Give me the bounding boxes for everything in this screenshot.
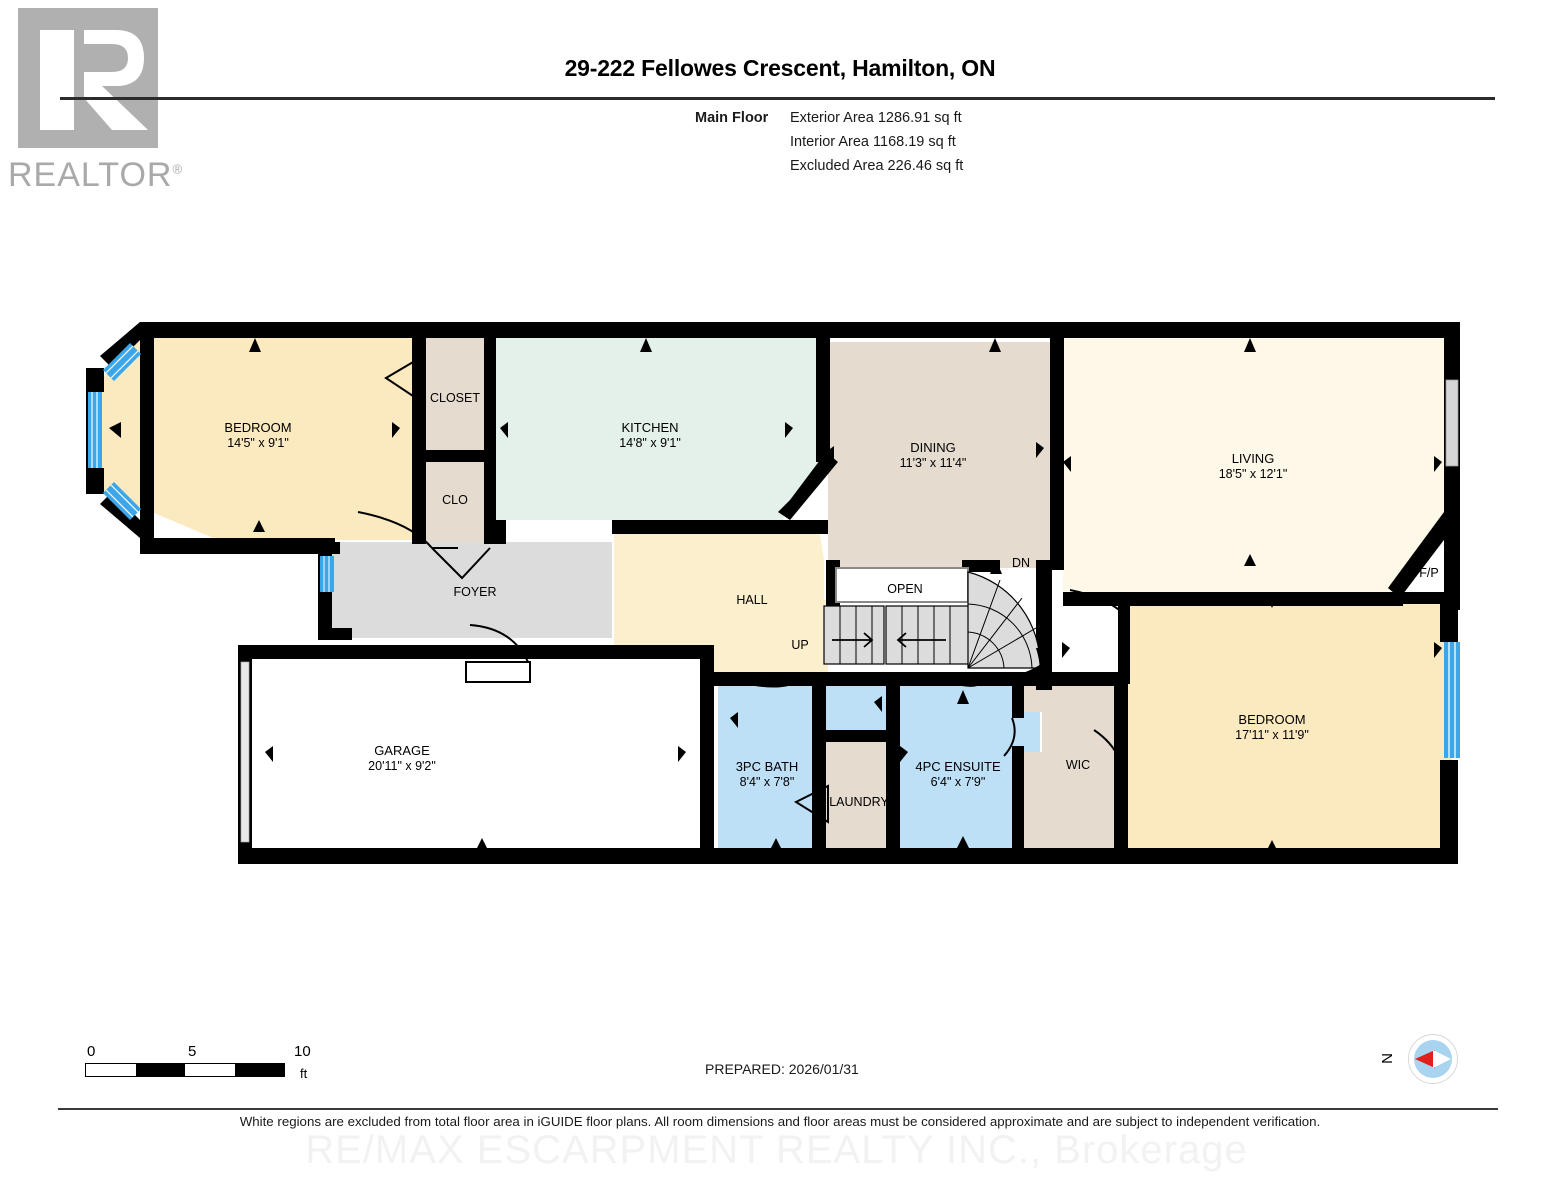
scale-seg <box>234 1064 284 1076</box>
label-stairs-up: UP <box>791 638 808 652</box>
room-fill-wic <box>1022 684 1120 856</box>
room-fill-bath3pc <box>718 684 818 856</box>
room-fill-hall <box>614 522 828 680</box>
window-bedroom-rear <box>1444 642 1460 758</box>
dim-dining: 11'3" x 11'4" <box>900 456 967 470</box>
realtor-logo: REALTOR® <box>8 8 188 208</box>
label-clo: CLO <box>442 493 468 507</box>
area-summary: Main Floor Exterior Area 1286.91 sq ft I… <box>695 110 963 182</box>
label-ensuite: 4PC ENSUITE <box>915 759 1001 774</box>
realtor-logo-stem <box>40 30 74 130</box>
garage-door-strip <box>240 661 250 843</box>
room-fill-garage <box>248 655 706 860</box>
interior-area: Interior Area 1168.19 sq ft <box>790 134 956 150</box>
exterior-area: Exterior Area 1286.91 sq ft <box>790 110 962 126</box>
dim-kitchen: 14'8" x 9'1" <box>619 436 681 450</box>
scale-bar <box>85 1063 285 1077</box>
scale-tick-5: 5 <box>188 1043 197 1060</box>
dim-bedroom-front: 14'5" x 9'1" <box>227 436 289 450</box>
realtor-logo-r-glyph <box>84 30 148 130</box>
compass-needle-north <box>1415 1050 1435 1068</box>
label-kitchen: KITCHEN <box>621 420 678 435</box>
window-living-right <box>1445 379 1459 467</box>
excluded-area: Excluded Area 226.46 sq ft <box>790 158 964 174</box>
compass-needle-south <box>1433 1050 1451 1068</box>
dim-garage: 20'11" x 9'2" <box>368 759 436 773</box>
dim-ensuite: 6'4" x 7'9" <box>931 775 986 789</box>
scale-seg <box>86 1064 136 1076</box>
realtor-wordmark: REALTOR® <box>8 156 184 194</box>
room-fill-ensuite <box>900 684 1040 856</box>
brokerage-watermark: RE/MAX ESCARPMENT REALTY INC., Brokerage <box>305 1128 1248 1172</box>
label-dining: DINING <box>910 440 956 455</box>
label-foyer: FOYER <box>453 585 496 599</box>
floor-label: Main Floor <box>695 110 769 126</box>
label-hall: HALL <box>736 593 767 607</box>
label-living: LIVING <box>1232 451 1275 466</box>
window-bay-upper <box>103 343 141 381</box>
staircase <box>823 567 1052 676</box>
dim-bedroom-rear: 17'11" x 11'9" <box>1235 728 1309 742</box>
compass-rose <box>1408 1034 1458 1084</box>
exterior-walls <box>86 322 1460 864</box>
room-fill-living <box>1063 338 1450 598</box>
page-title: 29-222 Fellowes Crescent, Hamilton, ON <box>564 55 996 81</box>
scale-seg <box>135 1064 185 1076</box>
door-swings <box>357 353 1129 824</box>
label-stairs-dn: DN <box>1012 556 1030 570</box>
label-bath3pc: 3PC BATH <box>736 759 799 774</box>
footer-divider <box>58 1108 1498 1110</box>
dim-living: 18'5" x 12'1" <box>1219 467 1288 481</box>
window-bay-left <box>88 392 102 468</box>
wall-direction-markers <box>109 338 1442 852</box>
disclaimer-text: White regions are excluded from total fl… <box>239 1114 1321 1129</box>
prepared-date: PREPARED: 2026/01/31 <box>705 1061 859 1077</box>
label-fireplace: F/P <box>1419 566 1438 580</box>
label-garage: GARAGE <box>374 743 430 758</box>
label-bedroom-rear: BEDROOM <box>1238 712 1305 727</box>
room-fill-dining <box>822 342 1053 568</box>
scale-tick-10: 10 <box>294 1043 311 1060</box>
windows <box>88 343 1460 843</box>
room-fill-bedroom-rear <box>1128 600 1452 858</box>
room-fill-bedroom-front <box>95 330 415 540</box>
scale-seg <box>185 1064 235 1076</box>
label-laundry: LAUNDRY <box>829 795 889 809</box>
room-fill-closet <box>425 338 487 450</box>
room-fill-kitchen <box>492 338 822 520</box>
label-bedroom-front: BEDROOM <box>224 420 291 435</box>
title-divider <box>60 97 1495 100</box>
floor-plan: BEDROOM 14'5" x 9'1" CLOSET CLO KITCHEN … <box>86 322 1460 864</box>
label-closet: CLOSET <box>430 391 480 405</box>
scale-tick-0: 0 <box>87 1043 96 1060</box>
room-fill-laundry <box>826 742 892 856</box>
dim-bath3pc: 8'4" x 7'8" <box>740 775 795 789</box>
label-stairs-open: OPEN <box>887 582 922 596</box>
room-fill-bath3pc-b <box>826 684 892 736</box>
compass-north-label: N <box>1378 1053 1396 1064</box>
room-fill-clo <box>425 462 487 542</box>
window-foyer <box>320 556 334 592</box>
label-wic: WIC <box>1066 758 1090 772</box>
scale-unit: ft <box>300 1066 308 1081</box>
room-fill-foyer <box>318 542 612 638</box>
window-bay-lower <box>103 482 141 520</box>
